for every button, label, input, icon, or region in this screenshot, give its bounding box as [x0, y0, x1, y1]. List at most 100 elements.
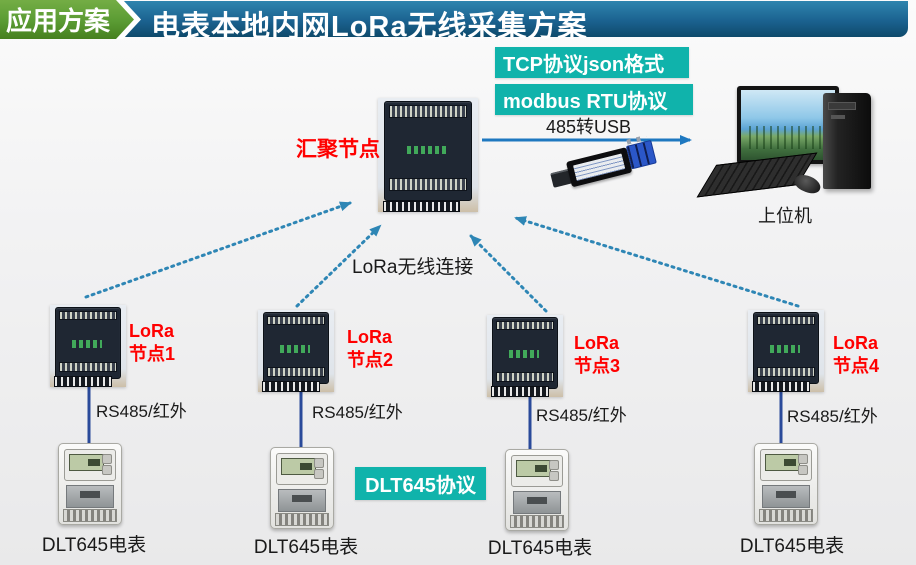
terminal-row-icon — [756, 315, 816, 326]
meter-button — [549, 460, 559, 470]
slide-title: 电表本地内网LoRa无线采集方案 — [151, 11, 588, 43]
node3-bus-label: RS485/红外 — [536, 406, 627, 425]
tower-button — [831, 115, 845, 119]
pin-strip-icon — [751, 381, 811, 392]
meter-display-panel — [760, 449, 812, 481]
terminal-row-icon — [266, 366, 326, 377]
pc-tower-icon — [823, 93, 871, 189]
meter2-image — [270, 447, 334, 529]
mouse-icon — [791, 171, 824, 197]
monitor-icon — [737, 86, 839, 164]
meter-nameplate — [79, 491, 101, 498]
meter1-image — [58, 443, 122, 525]
vendor-logo-icon — [72, 339, 103, 348]
meter4-label: DLT645电表 — [739, 536, 845, 557]
lcd-digits — [784, 459, 796, 466]
category-badge-label: 应用方案 — [6, 6, 111, 36]
meter4-image — [754, 443, 818, 525]
lcd-icon — [69, 454, 104, 471]
node1-bus-label: RS485/红外 — [96, 402, 187, 421]
meter-button — [798, 454, 808, 464]
tcp-protocol-label: TCP协议json格式 — [503, 54, 665, 76]
dlt645-protocol-label: DLT645协议 — [365, 475, 476, 497]
lora-arrow-node4 — [514, 216, 800, 308]
lcd-icon — [765, 454, 800, 471]
meter-terminals-icon — [759, 509, 813, 522]
meter-mid-panel — [762, 485, 810, 508]
lora-arrow-node1 — [84, 201, 352, 299]
meter-mid-panel — [513, 491, 561, 514]
meter-display-panel — [276, 453, 328, 485]
meter2-label: DLT645电表 — [253, 537, 359, 558]
lora-link-label: LoRa无线连接 — [352, 257, 474, 278]
hub-label: 汇聚节点 — [296, 138, 380, 161]
lcd-digits — [88, 459, 100, 466]
device-body — [491, 317, 559, 389]
meter-nameplate — [291, 495, 313, 502]
lora-node1-device-image — [50, 305, 126, 387]
terminal-row-icon — [756, 366, 816, 377]
meter-mid-panel — [278, 489, 326, 512]
terminal-row-icon — [389, 178, 467, 191]
converter-body — [565, 147, 633, 188]
modbus-protocol-box: modbus RTU协议 — [495, 84, 693, 115]
meter-display-panel — [64, 449, 116, 481]
node2-bus-label: RS485/红外 — [312, 403, 403, 422]
meter-terminals-icon — [510, 515, 564, 528]
monitor-screen — [741, 90, 835, 160]
meter-display-panel — [511, 455, 563, 487]
meter-button — [102, 454, 112, 464]
meter-button — [798, 465, 808, 475]
lora-node2-device-image — [258, 310, 334, 392]
node3-label: LoRa 节点3 — [574, 333, 621, 376]
meter-button — [314, 458, 324, 468]
vendor-logo-icon — [509, 349, 540, 358]
vendor-logo-icon — [770, 344, 801, 353]
device-body — [752, 312, 820, 384]
converter-sticker — [572, 153, 626, 182]
meter3-image — [505, 449, 569, 531]
meter-nameplate — [526, 497, 548, 504]
usb-link-label: 485转USB — [546, 117, 632, 137]
terminal-row-icon — [389, 105, 467, 118]
node2-label: LoRa 节点2 — [347, 327, 394, 370]
dlt645-protocol-box: DLT645协议 — [355, 467, 486, 500]
lora-node3-device-image — [487, 315, 563, 397]
pin-strip-icon — [383, 201, 460, 212]
node1-label: LoRa 节点1 — [129, 321, 176, 364]
pin-strip-icon — [490, 386, 550, 397]
terminal-row-icon — [58, 310, 118, 321]
meter-terminals-icon — [275, 513, 329, 526]
optical-drive-icon — [828, 102, 856, 110]
lcd-icon — [516, 460, 551, 477]
rs485-terminal-icon — [625, 139, 657, 170]
meter-button — [102, 465, 112, 475]
meter3-label: DLT645电表 — [487, 538, 593, 559]
modbus-protocol-label: modbus RTU协议 — [503, 91, 668, 113]
meter-nameplate — [775, 491, 797, 498]
vendor-logo-icon — [280, 344, 311, 353]
pin-strip-icon — [53, 376, 113, 387]
node4-label: LoRa 节点4 — [833, 333, 880, 376]
meter1-label: DLT645电表 — [41, 535, 147, 556]
vendor-logo-icon — [407, 146, 447, 155]
category-badge: 应用方案 — [0, 0, 134, 39]
lcd-digits — [300, 463, 312, 470]
terminal-row-icon — [266, 315, 326, 326]
hub-device-image — [378, 98, 478, 212]
meter-terminals-icon — [63, 509, 117, 522]
usb-converter-image — [544, 130, 664, 202]
host-computer-image — [696, 80, 880, 220]
lora-node4-device-image — [748, 310, 824, 392]
lora-arrow-node3 — [469, 234, 548, 313]
device-body — [262, 312, 330, 384]
title-banner: 电表本地内网LoRa无线采集方案 — [8, 1, 908, 43]
meter-button — [314, 469, 324, 479]
node4-bus-label: RS485/红外 — [787, 407, 878, 426]
terminal-row-icon — [495, 371, 555, 382]
lcd-digits — [535, 465, 547, 472]
terminal-row-icon — [58, 361, 118, 372]
tcp-protocol-box: TCP协议json格式 — [495, 47, 689, 78]
meter-button — [549, 471, 559, 481]
